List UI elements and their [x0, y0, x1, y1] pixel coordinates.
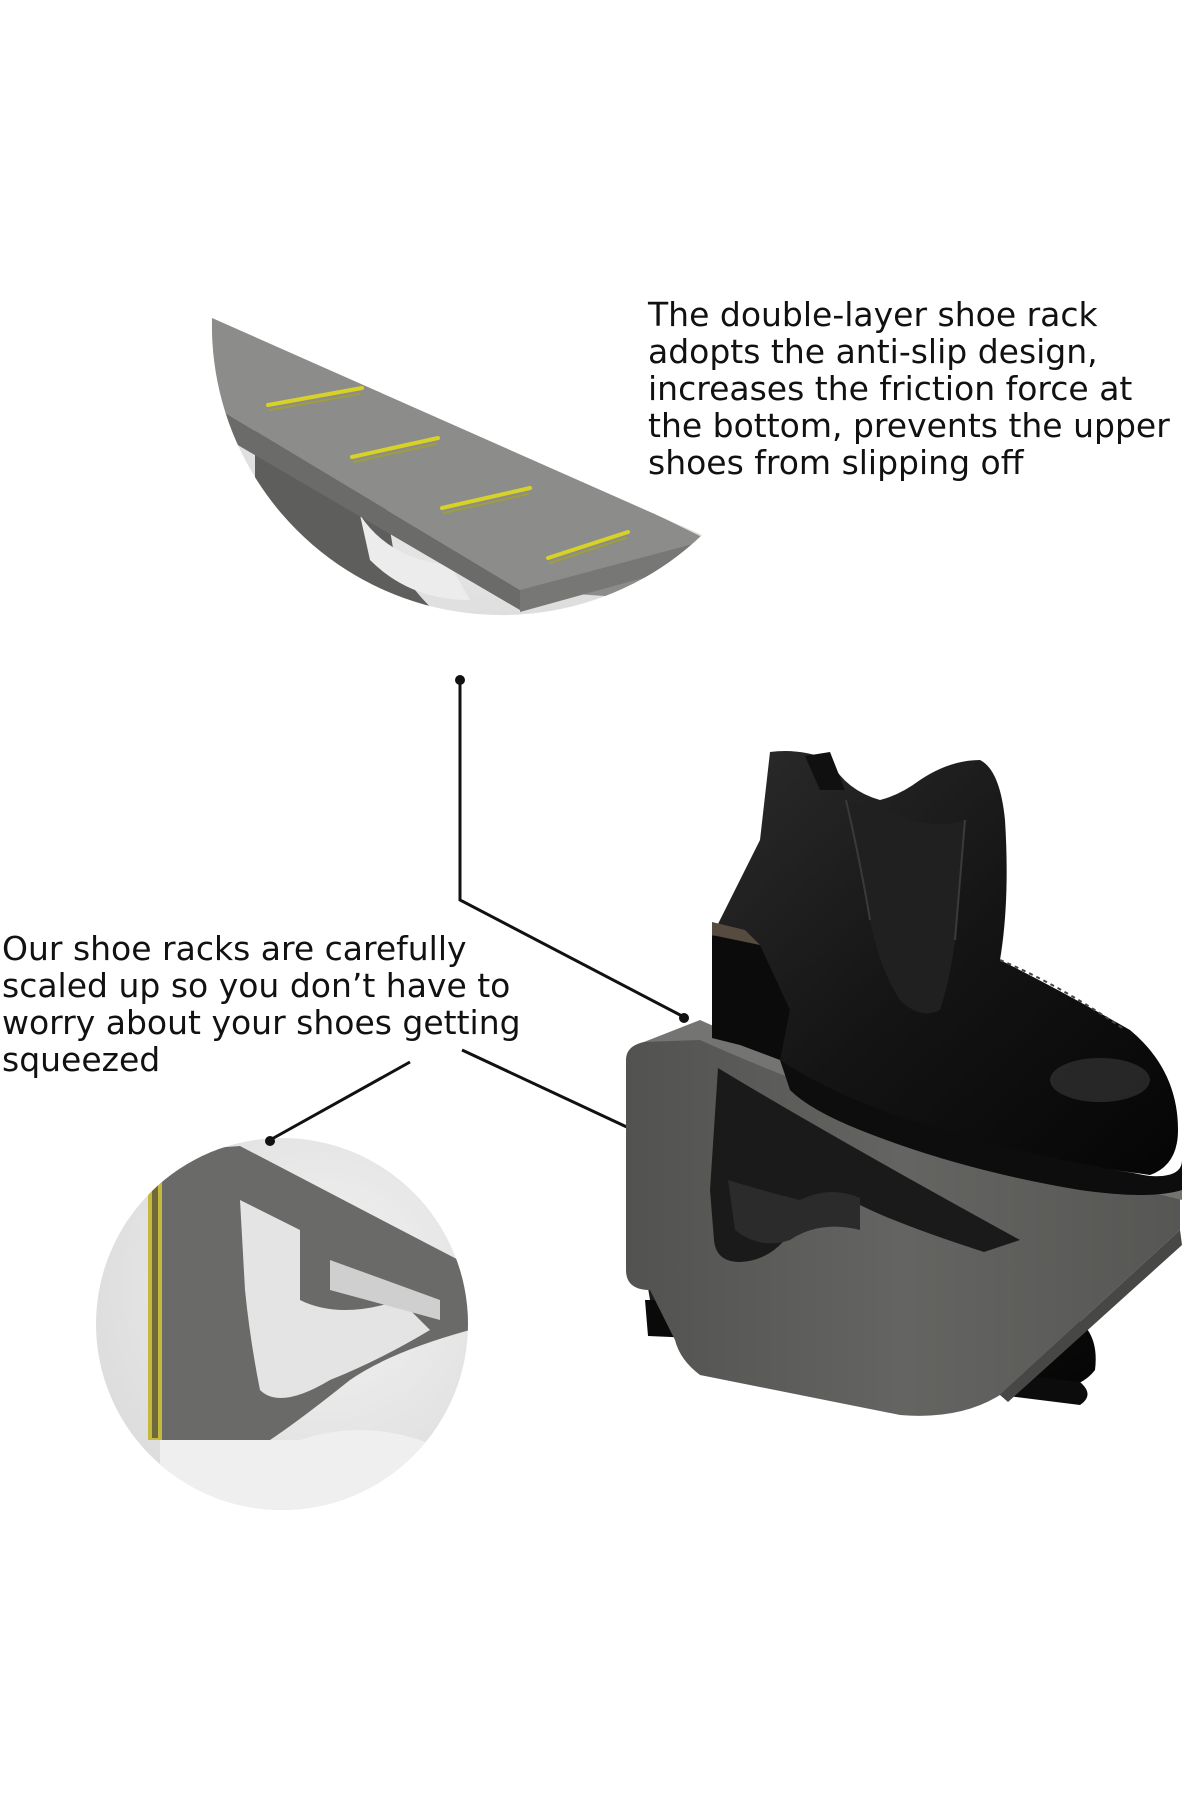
leader-line-left-to-rack	[461, 1048, 647, 1138]
leader-line-left-to-zoom	[269, 1060, 411, 1142]
shoe-rack-with-boots	[626, 751, 1182, 1416]
callout-anti-slip-description: The double-layer shoe rack adopts the an…	[648, 295, 1170, 482]
leader-dot-bottom-zoom	[265, 1136, 275, 1146]
callout-scaled-up-description: Our shoe racks are carefully scaled up s…	[2, 929, 521, 1079]
upper-boot	[712, 751, 1182, 1195]
leader-dot-top	[455, 675, 465, 685]
leader-line-top	[458, 682, 683, 1018]
leader-dot-rack-shelf	[679, 1013, 689, 1023]
zoom-detail-wide-support	[96, 1138, 468, 1510]
